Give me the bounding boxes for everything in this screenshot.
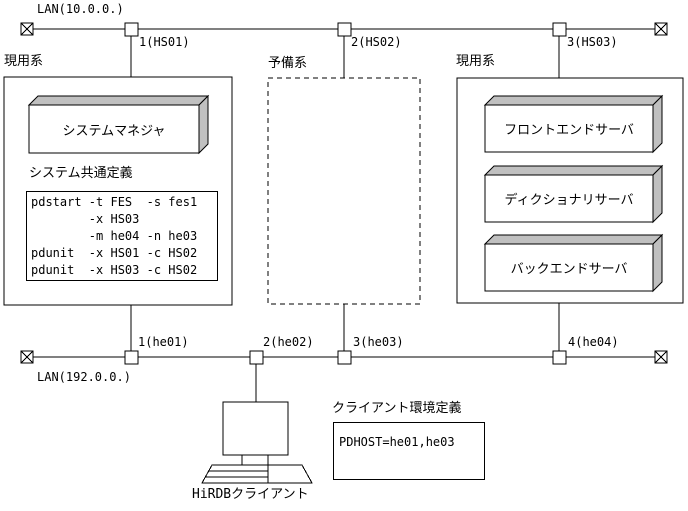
system-common-definition-box: pdstart -t FES -s fes1 -x HS03 -m he04 -… (26, 191, 218, 281)
node-label-hs02: 2(HS02) (351, 35, 402, 49)
network-node-square-hs01 (124, 22, 139, 37)
network-node-square-hs03 (552, 22, 567, 37)
system-manager-label: システムマネジャ (62, 123, 166, 139)
dictionary-server-label: ディクショナリサーバ (504, 193, 634, 208)
keyboard-icon (201, 464, 313, 484)
lan-terminator-icon (20, 350, 34, 364)
back-end-server-3dbox (483, 233, 664, 293)
node-label-he02: 2(he02) (263, 335, 314, 349)
hirdb-client-label: HiRDBクライアント (192, 487, 309, 502)
network-node-square-he01 (124, 350, 139, 365)
front-end-server-front-face (484, 104, 654, 153)
front-end-server-label: フロントエンドサーバ (504, 123, 634, 138)
lan-terminator-icon (654, 350, 668, 364)
back-end-server-front-face (484, 243, 654, 292)
definition-line: -x HS03 (31, 212, 140, 226)
system-common-definition-title: システム共通定義 (29, 166, 133, 181)
lan-terminator-icon (654, 22, 668, 36)
back-end-server-label: バックエンドサーバ (510, 262, 628, 277)
client-env-line: PDHOST=he01,he03 (339, 435, 455, 449)
standby-system-title: 予備系 (268, 56, 308, 71)
active-system-right-title: 現用系 (456, 54, 496, 69)
front-end-server-top-face (483, 95, 664, 106)
node-label-he01: 1(he01) (138, 335, 189, 349)
standby-system-box (267, 77, 421, 305)
front-end-server-3dbox (483, 94, 664, 154)
back-end-server-top-face (483, 234, 664, 245)
network-node-square-hs02 (337, 22, 352, 37)
system-manager-3dbox (27, 94, 210, 155)
node-label-he03: 3(he03) (353, 335, 404, 349)
node-label-hs01: 1(HS01) (139, 35, 190, 49)
system-manager-right-face (198, 94, 209, 155)
definition-line: pdunit -x HS01 -c HS02 (31, 246, 198, 260)
dictionary-server-3dbox (483, 164, 664, 224)
system-manager-front-face (28, 104, 200, 154)
definition-line: -m he04 -n he03 (31, 229, 198, 243)
client-env-definition-box: PDHOST=he01,he03 (333, 422, 485, 480)
monitor-icon (222, 401, 289, 456)
client-computer-icon (201, 401, 313, 484)
dictionary-server-front-face (484, 174, 654, 223)
back-end-server-right-face (652, 233, 663, 293)
node-label-hs03: 3(HS03) (567, 35, 618, 49)
dictionary-server-top-face (483, 165, 664, 176)
top-lan-label: LAN(10.0.0.) (37, 2, 124, 16)
dictionary-server-right-face (652, 164, 663, 224)
definition-line: pdunit -x HS03 -c HS02 (31, 263, 198, 277)
active-system-left-box (3, 76, 233, 306)
definition-line: pdstart -t FES -s fes1 (31, 195, 198, 209)
bottom-lan-label: LAN(192.0.0.) (37, 370, 131, 384)
front-end-server-right-face (652, 94, 663, 154)
system-manager-top-face (27, 95, 210, 106)
lan-terminator-icon (20, 22, 34, 36)
active-system-left-title: 現用系 (4, 54, 44, 69)
network-node-square-he04 (552, 350, 567, 365)
active-system-right-box (456, 77, 684, 304)
network-node-square-he03 (337, 350, 352, 365)
network-node-square-he02 (249, 350, 264, 365)
client-env-definition-title: クライアント環境定義 (332, 401, 462, 416)
node-label-he04: 4(he04) (568, 335, 619, 349)
